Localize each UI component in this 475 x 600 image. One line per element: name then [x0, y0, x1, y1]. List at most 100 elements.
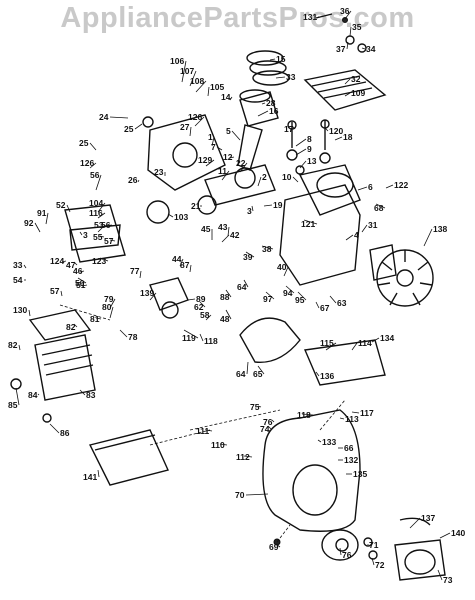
leader-line: [344, 78, 351, 85]
leader-line: [345, 234, 354, 241]
housing-opening: [292, 464, 338, 516]
nut-24: [142, 116, 154, 128]
leader-line: [61, 260, 67, 263]
leader-line: [179, 258, 184, 267]
leader-line: [257, 405, 262, 408]
manual-book: [88, 429, 169, 486]
dash-111: [189, 409, 281, 431]
part-label-85: 85: [8, 387, 20, 410]
cylinder: [298, 164, 361, 216]
part-label-94: 94: [283, 285, 295, 298]
bracket-52: [64, 204, 126, 263]
part-number: 31: [368, 220, 378, 230]
part-number: 47: [66, 260, 76, 270]
part-label-25: 25: [79, 138, 97, 151]
part-number: 6: [368, 182, 373, 192]
part-number: 57: [104, 236, 114, 246]
spring-8: [319, 152, 331, 164]
part-label-91: 91: [37, 208, 49, 225]
part-number: 25: [79, 138, 89, 148]
part-number: 120: [329, 126, 343, 136]
leader-line: [137, 179, 140, 183]
leader-line: [297, 291, 307, 301]
leader-line: [205, 159, 215, 167]
part-number: 63: [337, 298, 347, 308]
leader-line: [243, 279, 249, 288]
part-label-73: 73: [437, 569, 453, 585]
flywheel-fins: [377, 250, 433, 306]
part-number: 12: [223, 152, 233, 162]
part-label-109: 109: [344, 88, 365, 98]
part-label-74: 74: [260, 424, 272, 434]
retainer-9: [295, 165, 305, 175]
leader-line: [97, 202, 106, 213]
leader-line: [257, 110, 269, 117]
part-label-88: 88: [220, 289, 232, 302]
part-label-82: 82: [66, 322, 78, 332]
part-number: 3: [83, 230, 88, 240]
crankshaft: [204, 164, 276, 206]
part-number: 133: [322, 437, 336, 447]
part-label-56: 56: [101, 220, 113, 230]
part-number: 43: [218, 222, 228, 232]
part-number: 78: [128, 332, 138, 342]
part-label-45: 45: [201, 224, 213, 240]
part-label-117: 117: [351, 408, 374, 418]
part-number: 51: [76, 280, 86, 290]
part-label-63: 63: [329, 295, 347, 308]
leader-line: [344, 10, 352, 20]
leader-line: [245, 493, 269, 496]
part-label-26: 26: [128, 175, 140, 185]
part-label-38: 38: [261, 244, 274, 254]
leader-line: [283, 266, 289, 277]
leader-line: [361, 224, 368, 233]
part-label-39: 39: [243, 251, 255, 262]
part-label-43: 43: [218, 222, 230, 237]
part-number: 111: [196, 426, 210, 436]
part-number: 38: [262, 244, 272, 254]
part-label-105: 105: [207, 82, 224, 97]
leader-line: [344, 92, 351, 97]
part-label-25: 25: [124, 123, 143, 134]
part-label-84: 84: [28, 390, 40, 400]
spring-7: [286, 149, 298, 161]
part-number: 8: [307, 134, 312, 144]
part-number: 1: [208, 132, 213, 142]
part-number: 141: [83, 472, 97, 482]
part-number: 14: [221, 92, 231, 102]
leader-line: [315, 371, 320, 377]
part-number: 130: [13, 305, 27, 315]
part-drawings: [10, 13, 446, 581]
leader-line: [181, 60, 187, 83]
part-label-51: 51: [76, 280, 88, 290]
part-label-92: 92: [24, 218, 41, 233]
leader-line: [329, 295, 337, 304]
part-number: 138: [433, 224, 447, 234]
part-label-33: 33: [275, 72, 296, 82]
head-fins: [311, 75, 373, 99]
part-label-37: 37: [336, 41, 349, 54]
part-number: 25: [124, 124, 134, 134]
part-number: 53: [94, 220, 104, 230]
leader-line: [211, 136, 215, 147]
leader-line: [134, 123, 143, 130]
leader-line: [207, 86, 210, 97]
part-number: 27: [180, 122, 190, 132]
part-number: 132: [344, 455, 358, 465]
leader-line: [81, 284, 88, 287]
part-number: 118: [204, 336, 218, 346]
part-label-81: 81: [90, 314, 102, 324]
starter-cup: [404, 549, 436, 575]
part-number: 129: [198, 155, 212, 165]
part-number: 57: [50, 286, 60, 296]
dash-141: [149, 429, 211, 446]
part-label-27: 27: [180, 122, 192, 137]
leader-line: [225, 289, 232, 298]
part-label-52: 52: [56, 200, 71, 213]
leader-line: [187, 298, 196, 301]
part-number: 21: [191, 201, 201, 211]
part-label-76: 76: [339, 547, 352, 560]
leader-line: [351, 411, 360, 414]
part-label-64: 64: [236, 361, 249, 379]
